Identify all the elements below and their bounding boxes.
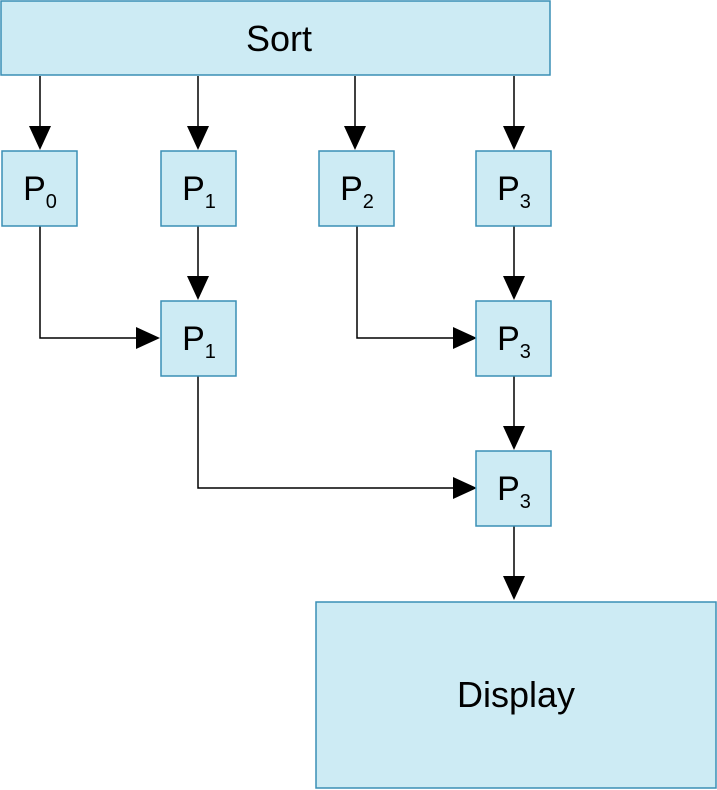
edge-p2-to-p3-mid <box>356 226 477 349</box>
processor-box-p0-top: P0 <box>1 150 78 227</box>
edge-sort-to-p1 <box>187 76 209 150</box>
processor-box-p2-top: P2 <box>318 150 395 227</box>
processor-label-p3-top: P3 <box>497 170 531 213</box>
processor-label-p1-top: P1 <box>182 170 216 213</box>
processor-label-p3-low: P3 <box>497 470 531 513</box>
edges-layer <box>29 76 525 600</box>
processor-label-p0-top: P0 <box>23 170 57 213</box>
sort-label: Sort <box>246 18 312 59</box>
edge-sort-to-p0 <box>29 76 51 150</box>
edge-p3-to-p3-mid <box>503 226 525 300</box>
edge-sort-to-p2 <box>344 76 366 150</box>
processor-label-p1-mid: P1 <box>182 320 216 363</box>
processor-label-p2-top: P2 <box>340 170 374 213</box>
edge-p1-mid-to-p3-low <box>197 376 477 499</box>
display-label: Display <box>457 674 575 715</box>
edge-p0-to-p1-mid <box>39 226 160 349</box>
sort-box: Sort <box>0 0 551 76</box>
processor-box-p1-top: P1 <box>160 150 237 227</box>
processor-box-p3-top: P3 <box>475 150 552 227</box>
processor-label-p3-mid: P3 <box>497 320 531 363</box>
edge-p3-mid-to-p3-low <box>503 376 525 450</box>
display-box: Display <box>315 601 717 789</box>
edge-p1-to-p1-mid <box>187 226 209 300</box>
processor-box-p3-mid: P3 <box>475 300 552 377</box>
processor-box-p1-mid: P1 <box>160 300 237 377</box>
processor-box-p3-low: P3 <box>475 450 552 527</box>
edge-sort-to-p3 <box>503 76 525 150</box>
edge-p3-low-to-display <box>503 526 525 600</box>
